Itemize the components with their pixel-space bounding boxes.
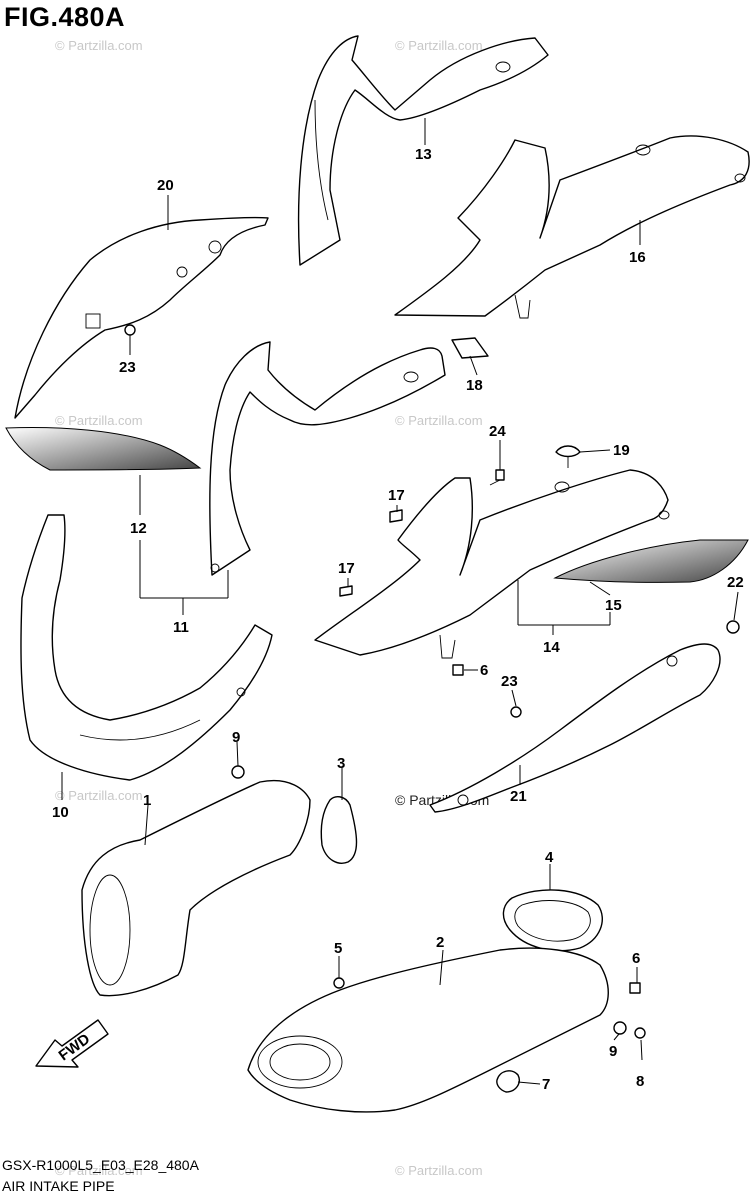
part-16-side-cowl <box>394 135 750 319</box>
watermark: © Partzilla.com <box>395 1163 483 1178</box>
model-code: GSX-R1000L5_E03_E28_480A <box>2 1157 199 1173</box>
callout-23: 23 <box>119 359 136 376</box>
part-18-label <box>451 337 489 359</box>
part-11-fairing <box>209 341 446 576</box>
part-12-panel <box>5 427 202 471</box>
part-10-lower-cowl <box>20 514 273 781</box>
callout-22: 22 <box>727 574 744 591</box>
part-13-fairing <box>297 35 549 266</box>
callouts: 13 16 20 23 18 24 19 17 17 12 11 14 15 2… <box>52 146 744 1093</box>
fwd-arrow: FWD <box>35 1019 109 1068</box>
callout-4: 4 <box>545 849 554 866</box>
callout-1: 1 <box>143 792 151 809</box>
callout-18: 18 <box>466 377 483 394</box>
callout-6: 6 <box>632 950 640 967</box>
callout-10: 10 <box>52 804 69 821</box>
watermark: © Partzilla.com <box>55 788 143 803</box>
callout-8: 8 <box>636 1073 644 1090</box>
callout-24: 24 <box>489 423 506 440</box>
part-1-air-duct <box>81 779 311 997</box>
callout-7: 7 <box>542 1076 550 1093</box>
callout-21: 21 <box>510 788 527 805</box>
callout-16: 16 <box>629 249 646 266</box>
figure-title: FIG.480A <box>4 2 126 32</box>
section-name: AIR INTAKE PIPE <box>2 1178 115 1194</box>
callout-14: 14 <box>543 639 560 656</box>
hardware <box>124 324 740 1093</box>
part-15-panel <box>553 539 749 583</box>
watermarks: © Partzilla.com © Partzilla.com © Partzi… <box>55 38 489 1178</box>
watermark: © Partzilla.com <box>55 413 143 428</box>
part-21-inner-panel <box>429 643 721 813</box>
watermark: © Partzilla.com <box>55 1163 143 1178</box>
callout-17: 17 <box>388 487 405 504</box>
callout-3: 3 <box>337 755 345 772</box>
callout-15: 15 <box>605 597 622 614</box>
callout-5: 5 <box>334 940 342 957</box>
part-3-gasket <box>320 796 358 864</box>
callout-13: 13 <box>415 146 432 163</box>
leader-lines <box>61 118 739 1085</box>
part-14-side-cowl <box>314 469 670 659</box>
callout-2: 2 <box>436 934 444 951</box>
part-4-seal <box>502 889 603 952</box>
part-2-air-duct <box>247 947 609 1113</box>
watermark: © Partzilla.com <box>395 38 483 53</box>
part-20-inner-panel <box>14 216 269 419</box>
callout-19: 19 <box>613 442 630 459</box>
callout-17: 17 <box>338 560 355 577</box>
watermark: © Partzilla.com <box>395 413 483 428</box>
callout-6: 6 <box>480 662 488 679</box>
callout-12: 12 <box>130 520 147 537</box>
callout-23: 23 <box>501 673 518 690</box>
callout-20: 20 <box>157 177 174 194</box>
callout-9: 9 <box>609 1043 617 1060</box>
callout-11: 11 <box>173 619 189 636</box>
callout-9: 9 <box>232 729 240 746</box>
watermark: © Partzilla.com <box>55 38 143 53</box>
